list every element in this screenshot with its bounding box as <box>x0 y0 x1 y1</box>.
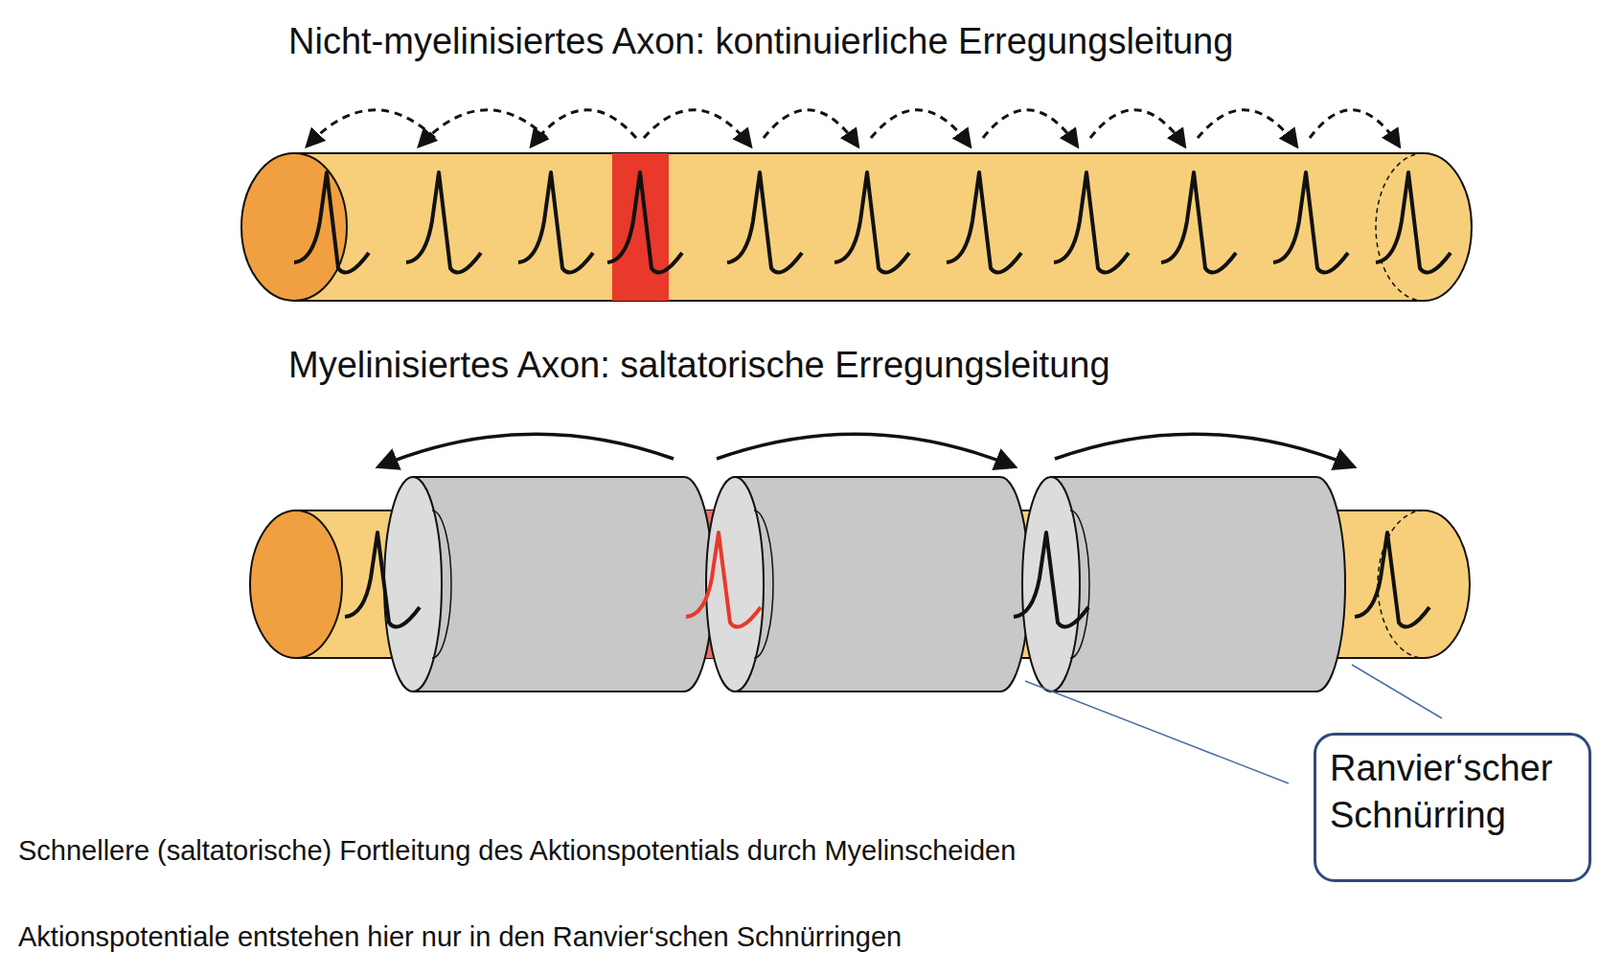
callout-box: Ranvier‘scher Schnürring <box>1313 732 1592 883</box>
myelin-sheath <box>706 477 1029 692</box>
action-potential-trace <box>1053 172 1129 273</box>
myelin-sheath <box>384 477 713 692</box>
note: Schnellere (saltatorische) Fortleitung d… <box>18 835 1016 868</box>
propagation-arrow <box>1054 434 1353 467</box>
action-potential-trace <box>834 172 910 273</box>
note: Aktionspotentiale entstehen hier nur in … <box>18 921 902 954</box>
action-potential-trace <box>406 172 481 273</box>
propagation-arrow <box>982 110 1077 146</box>
myelin-sheaths <box>384 477 1346 692</box>
callout-label: Ranvier‘scher Schnürring <box>1329 745 1576 841</box>
action-potential-trace <box>1273 172 1349 273</box>
heading: Myelinisiertes Axon: saltatorische Erreg… <box>288 344 1111 388</box>
action-potential-trace <box>518 172 594 273</box>
action-potential-trace <box>946 172 1022 273</box>
propagation-arrow <box>1309 110 1399 146</box>
action-potential-trace <box>1161 172 1236 273</box>
leader-line <box>1351 664 1442 719</box>
propagation-arrow <box>379 434 674 467</box>
action-potential-trace <box>607 172 683 273</box>
propagation-arrow <box>763 110 858 146</box>
propagation-arrow <box>531 110 637 146</box>
action-potential-trace <box>1375 172 1451 273</box>
action-potential-trace <box>344 532 420 627</box>
action-potential-trace <box>294 172 369 273</box>
leader-line <box>1025 681 1289 784</box>
propagation-arrow <box>870 110 970 146</box>
action-potential-trace <box>727 172 802 273</box>
propagation-arrow <box>307 110 435 146</box>
axon-cross-section <box>241 153 347 301</box>
action-potential-trace <box>1013 532 1089 627</box>
propagation-arrow <box>716 434 1014 467</box>
axon-cross-section <box>250 510 343 659</box>
heading: Nicht-myelinisiertes Axon: kontinuierlic… <box>288 21 1234 64</box>
propagation-arrow <box>643 110 751 146</box>
action-potential-trace <box>1354 532 1430 627</box>
propagation-arrow <box>1197 110 1297 146</box>
propagation-arrow <box>1090 110 1185 146</box>
propagation-arrows <box>307 110 1399 467</box>
unmyelinated-axon <box>241 153 1472 301</box>
action-potential-trace <box>685 532 761 627</box>
action-potentials <box>294 172 1451 627</box>
propagation-arrow <box>419 110 548 146</box>
myelin-sheath <box>1022 477 1346 692</box>
